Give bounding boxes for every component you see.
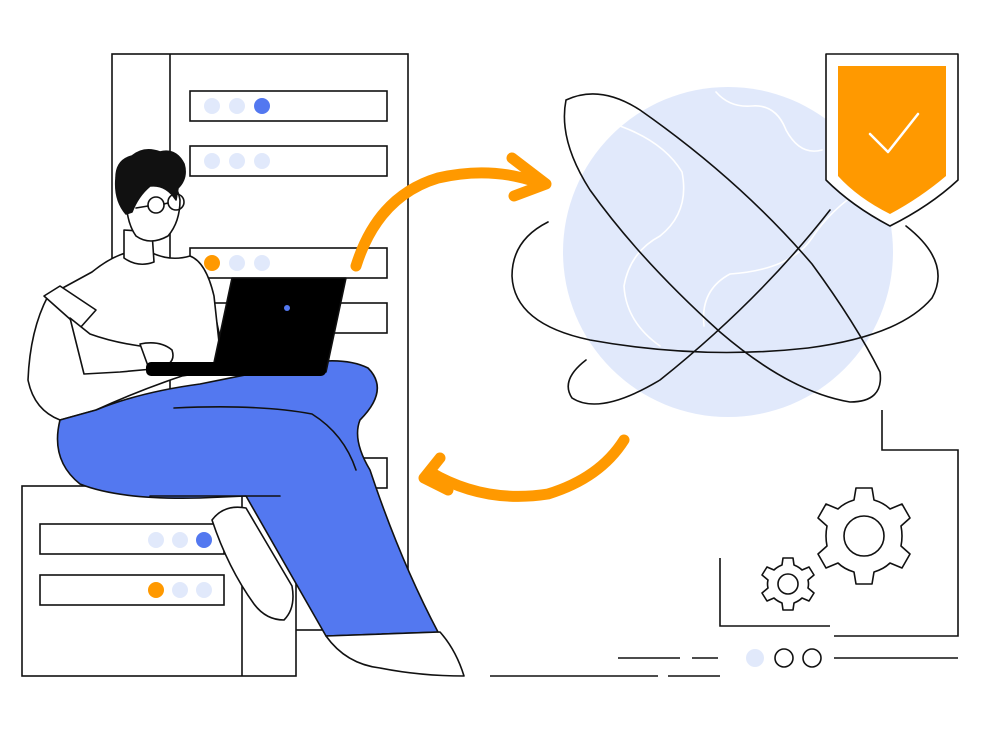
server-slot <box>189 90 388 122</box>
gear-panel <box>719 410 959 637</box>
person-figure <box>27 148 465 677</box>
server-slot <box>39 574 225 606</box>
sync-arrows-icon <box>350 152 630 502</box>
security-shield-icon <box>825 53 959 227</box>
server-slot <box>189 145 388 177</box>
gear-icon <box>817 487 911 585</box>
person-shoe <box>211 506 294 621</box>
status-dots-icon <box>490 648 958 677</box>
status-dots-icon <box>204 98 270 271</box>
checkmark-icon <box>868 112 920 154</box>
glasses-icon <box>135 193 185 214</box>
status-dots-icon <box>148 532 212 598</box>
person-shoe <box>325 631 465 677</box>
person-hair <box>114 148 186 215</box>
server-slot <box>39 523 225 555</box>
globe-icon <box>511 87 939 417</box>
laptop-icon <box>146 277 347 376</box>
gear-icon <box>761 557 815 611</box>
